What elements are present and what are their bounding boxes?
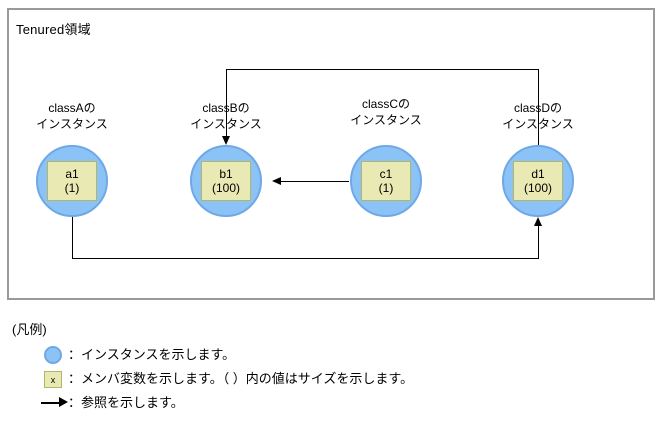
legend-item-instance-text: ：インスタンスを示します。 — [68, 347, 236, 362]
member-name-a1: a1 — [65, 167, 79, 181]
node-label-a1-line1: classAの — [48, 101, 96, 115]
ref-d1-b1-segment-up — [538, 69, 539, 145]
ref-a1-d1-segment-up — [538, 226, 539, 258]
legend-item-reference-text: ：参照を示します。 — [68, 395, 184, 410]
instance-node-a1[interactable]: a1 (1) — [36, 145, 108, 217]
member-box-b1: b1 (100) — [201, 161, 251, 201]
legend-reference-arrow-icon — [40, 392, 68, 414]
instance-node-d1[interactable]: d1 (100) — [502, 145, 574, 217]
member-name-c1: c1 — [379, 167, 393, 181]
ref-c1-b1-segment-horz — [281, 181, 349, 182]
node-label-b1: classBの インスタンス — [156, 100, 296, 132]
ref-d1-b1-arrowhead — [222, 136, 230, 145]
ref-d1-b1-segment-down — [226, 69, 227, 136]
member-box-d1: d1 (100) — [513, 161, 563, 201]
member-name-d1: d1 — [531, 167, 545, 181]
node-label-b1-line2: インスタンス — [190, 117, 262, 131]
ref-a1-d1-arrowhead — [534, 217, 542, 226]
legend-title: (凡例) — [12, 322, 47, 337]
member-size-d1: (100) — [523, 181, 552, 195]
legend-item-member-text: ：メンバ変数を示します。（ ）内の値はサイズを示します。 — [68, 371, 414, 386]
legend-member-box-icon: x — [40, 368, 68, 390]
node-label-a1: classAの インスタンス — [2, 100, 142, 132]
node-label-c1: classCの インスタンス — [316, 96, 456, 128]
member-box-a1: a1 (1) — [47, 161, 97, 201]
instance-node-b1[interactable]: b1 (100) — [190, 145, 262, 217]
ref-c1-b1-arrowhead — [272, 177, 281, 185]
node-label-d1: classDの インスタンス — [468, 100, 608, 132]
instance-node-c1[interactable]: c1 (1) — [350, 145, 422, 217]
node-label-c1-line1: classCの — [361, 97, 410, 111]
member-size-c1: (1) — [378, 181, 394, 195]
ref-a1-d1-segment-horz — [72, 258, 539, 259]
node-label-d1-line2: インスタンス — [502, 117, 574, 131]
node-label-c1-line2: インスタンス — [350, 113, 422, 127]
legend-item-instance: ：インスタンスを示します。 — [40, 344, 235, 366]
legend-item-reference: ：参照を示します。 — [40, 392, 184, 414]
legend-item-member: x ：メンバ変数を示します。（ ）内の値はサイズを示します。 — [40, 368, 413, 390]
ref-a1-d1-segment-down — [72, 216, 73, 258]
node-label-b1-line1: classBの — [202, 101, 250, 115]
region-title: Tenured領域 — [16, 22, 91, 37]
node-label-a1-line2: インスタンス — [36, 117, 108, 131]
member-size-a1: (1) — [64, 181, 80, 195]
ref-d1-b1-segment-horz — [226, 69, 539, 70]
legend-instance-circle-icon — [40, 344, 68, 366]
member-size-b1: (100) — [211, 181, 240, 195]
member-box-c1: c1 (1) — [361, 161, 411, 201]
member-name-b1: b1 — [219, 167, 233, 181]
legend-member-box-letter: x — [44, 371, 62, 388]
node-label-d1-line1: classDの — [513, 101, 562, 115]
